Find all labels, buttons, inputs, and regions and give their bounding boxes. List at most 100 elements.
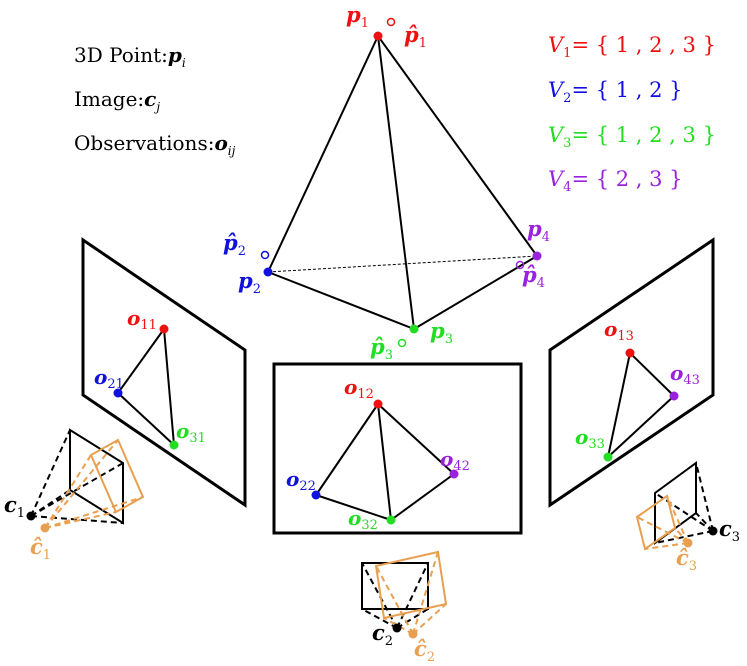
- camera-1-hat-image-plane: [89, 438, 145, 514]
- label-p2: p2: [238, 268, 261, 297]
- image3-edge-o13-o33: [607, 352, 631, 458]
- label-o42: o42: [440, 447, 470, 474]
- camera-3-hat-ray-a: [636, 516, 689, 544]
- obs-o32: [386, 515, 396, 525]
- image-plane-3-frame: [548, 237, 715, 508]
- camera-2: [361, 550, 448, 639]
- label-p1: p1: [346, 2, 369, 31]
- camera-3-hat-ray-b: [666, 495, 689, 544]
- camera-2-center: [392, 623, 402, 633]
- point-p2: [263, 267, 273, 277]
- camera-3-center: [708, 526, 718, 536]
- camera-1-ray-d: [30, 489, 71, 517]
- image-plane-2-frame: [272, 362, 523, 535]
- label-o13: o13: [604, 317, 634, 344]
- point-labels: p1 p̂1 p̂2 p2 p̂3 p3 p4 p̂4: [223, 2, 550, 363]
- image2-edge-o22-o32: [315, 494, 392, 521]
- camera-3-hat-ray-d: [644, 542, 689, 550]
- label-c3: c3: [719, 516, 740, 545]
- label-p3: p3: [430, 318, 453, 347]
- camera-1-hat-center: [40, 523, 50, 533]
- legend: 3D Point:pi Image:cj Observations:oij: [74, 43, 236, 158]
- camera-2-ray-d: [396, 608, 429, 629]
- camera-2-estimate: [374, 550, 448, 635]
- label-p1-hat: p̂1: [404, 22, 427, 51]
- label-c1-hat: ĉ1: [30, 534, 51, 563]
- point-p3-hat: [397, 338, 407, 348]
- obs-o22: [311, 490, 321, 500]
- obs-o33: [603, 452, 613, 462]
- camera-1-estimate: [44, 438, 145, 529]
- edge-p1-p3: [377, 35, 415, 330]
- label-o43: o43: [670, 361, 700, 388]
- label-p2-hat: p̂2: [223, 230, 246, 259]
- label-c2-hat: ĉ2: [414, 636, 435, 665]
- camera-2-hat-ray-a: [375, 565, 414, 635]
- visibility-set-v1: V1= { 1 , 2 , 3 }: [548, 33, 716, 61]
- label-o12: o12: [344, 375, 374, 402]
- camera-1-hat-ray-b: [44, 439, 119, 529]
- label-o11: o11: [127, 306, 157, 333]
- label-p4-hat: p̂4: [522, 262, 545, 291]
- camera-1-hat-ray-c: [44, 496, 144, 529]
- point-p1: [373, 31, 383, 41]
- camera-1-ray-a: [30, 429, 71, 517]
- image-plane-3: [548, 237, 715, 508]
- label-o31: o31: [176, 419, 206, 446]
- image-plane-2: [272, 362, 523, 535]
- camera-3-hat-center: [683, 538, 693, 548]
- point-p1-hat: [386, 17, 396, 27]
- camera-2-true: [361, 562, 429, 629]
- camera-2-ray-b: [396, 562, 429, 629]
- image2-edge-o32-o42: [390, 473, 455, 521]
- label-o33: o33: [575, 425, 605, 452]
- camera-3-hat-image-plane: [635, 494, 677, 551]
- visibility-sets: V1= { 1 , 2 , 3 } V2= { 1 , 2 } V3= { 1 …: [548, 33, 716, 195]
- camera-1: [26, 428, 145, 533]
- point-p2-hat: [260, 250, 270, 260]
- camera-3-ray-b: [695, 462, 714, 532]
- camera-1-hat-ray-d: [44, 511, 117, 529]
- point-p4-hat: [515, 260, 525, 270]
- obs-o43: [669, 391, 679, 401]
- label-c3-hat: ĉ3: [676, 545, 697, 574]
- edge-p1-p2: [267, 35, 379, 273]
- image2-edge-o12-o32: [377, 403, 392, 521]
- camera-1-center: [26, 511, 36, 521]
- image1-edge-o11-o31: [163, 328, 175, 446]
- points-3d: [260, 17, 542, 348]
- label-o21: o21: [94, 365, 124, 392]
- edge-p1-p4: [377, 35, 538, 257]
- edge-p2-p3: [267, 271, 415, 330]
- obs-o42: [449, 469, 459, 479]
- observation-labels: o11 o21 o31 o12 o22 o32 o42 o13 o33 o43: [94, 306, 700, 533]
- obs-o31: [169, 440, 179, 450]
- edge-p3-p4: [413, 255, 538, 330]
- legend-image: Image:cj: [74, 87, 160, 114]
- label-o32: o32: [348, 506, 378, 533]
- visibility-set-v4: V4= { 2 , 3 }: [548, 167, 683, 195]
- camera-3-image-plane: [654, 461, 697, 545]
- legend-point: 3D Point:pi: [74, 43, 186, 70]
- label-o22: o22: [286, 467, 316, 494]
- legend-observations: Observations:oij: [74, 131, 236, 158]
- camera-1-ray-c: [30, 515, 124, 524]
- tetrahedron: [267, 35, 538, 330]
- image-plane-1: [81, 237, 247, 508]
- camera-2-hat-ray-b: [412, 551, 439, 635]
- edge-p2-p4-hidden: [267, 255, 538, 273]
- camera-2-ray-c: [361, 608, 398, 629]
- camera-3: [635, 461, 718, 551]
- image2-edge-o12-o42: [377, 403, 455, 475]
- visibility-set-v3: V3= { 1 , 2 , 3 }: [548, 123, 716, 151]
- image3-edge-o33-o43: [607, 395, 675, 458]
- image2-edge-o12-o22: [315, 403, 379, 496]
- label-c1: c1: [4, 492, 25, 521]
- image-plane-1-frame: [81, 237, 247, 508]
- point-p3: [409, 324, 419, 334]
- image1-edge-o11-o21: [117, 328, 165, 394]
- visibility-set-v2: V2= { 1 , 2 }: [548, 78, 683, 106]
- label-p4: p4: [527, 216, 550, 245]
